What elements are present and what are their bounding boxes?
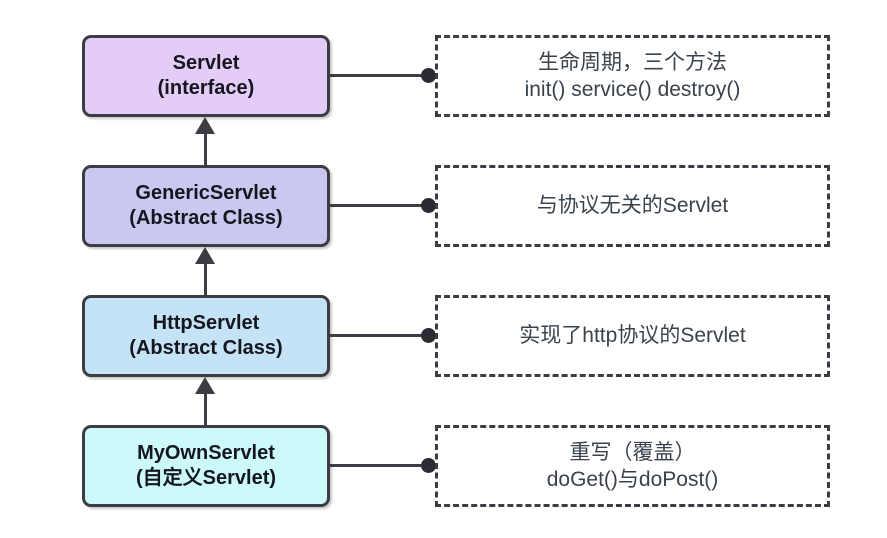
note-http-servlet-line-1: 实现了http协议的Servlet	[519, 324, 746, 348]
note-servlet[interactable]: 生命周期，三个方法 init() service() destroy()	[435, 35, 830, 117]
note-my-own-servlet-line-1: 重写（覆盖）	[569, 440, 696, 464]
class-node-my-own-servlet-stereotype: (自定义Servlet)	[135, 467, 277, 489]
class-node-my-own-servlet-name: MyOwnServlet	[137, 441, 275, 464]
inheritance-line-http-to-generic	[204, 264, 207, 295]
class-node-servlet[interactable]: Servlet (interface)	[82, 35, 330, 117]
inheritance-arrowhead-http-to-generic	[195, 247, 215, 264]
inheritance-arrowhead-generic-to-servlet	[195, 117, 215, 134]
inheritance-line-myown-to-http	[204, 394, 207, 425]
class-node-servlet-stereotype: (interface)	[157, 77, 255, 99]
note-servlet-line-2: init() service() destroy()	[524, 78, 741, 101]
note-link-dot-generic-servlet	[421, 198, 436, 213]
class-node-http-servlet[interactable]: HttpServlet (Abstract Class)	[82, 295, 330, 377]
note-generic-servlet[interactable]: 与协议无关的Servlet	[435, 165, 830, 247]
class-node-my-own-servlet[interactable]: MyOwnServlet (自定义Servlet)	[82, 425, 330, 507]
note-generic-servlet-line-1: 与协议无关的Servlet	[536, 194, 729, 218]
note-my-own-servlet[interactable]: 重写（覆盖） doGet()与doPost()	[435, 425, 830, 507]
inheritance-line-generic-to-servlet	[204, 134, 207, 165]
note-my-own-servlet-line-2: doGet()与doPost()	[546, 468, 719, 491]
note-link-line-servlet	[330, 74, 438, 77]
inheritance-arrowhead-myown-to-http	[195, 377, 215, 394]
class-node-http-servlet-stereotype: (Abstract Class)	[129, 337, 283, 359]
note-servlet-line-1: 生命周期，三个方法	[538, 50, 727, 74]
note-link-dot-my-own-servlet	[421, 458, 436, 473]
class-node-generic-servlet-name: GenericServlet	[135, 181, 277, 204]
class-node-generic-servlet-stereotype: (Abstract Class)	[129, 207, 283, 229]
class-node-http-servlet-name: HttpServlet	[152, 311, 260, 334]
note-link-line-generic-servlet	[330, 204, 438, 207]
class-node-generic-servlet[interactable]: GenericServlet (Abstract Class)	[82, 165, 330, 247]
note-link-dot-http-servlet	[421, 328, 436, 343]
class-node-servlet-name: Servlet	[172, 51, 240, 74]
note-link-line-http-servlet	[330, 334, 438, 337]
note-link-dot-servlet	[421, 68, 436, 83]
note-http-servlet[interactable]: 实现了http协议的Servlet	[435, 295, 830, 377]
note-link-line-my-own-servlet	[330, 464, 438, 467]
